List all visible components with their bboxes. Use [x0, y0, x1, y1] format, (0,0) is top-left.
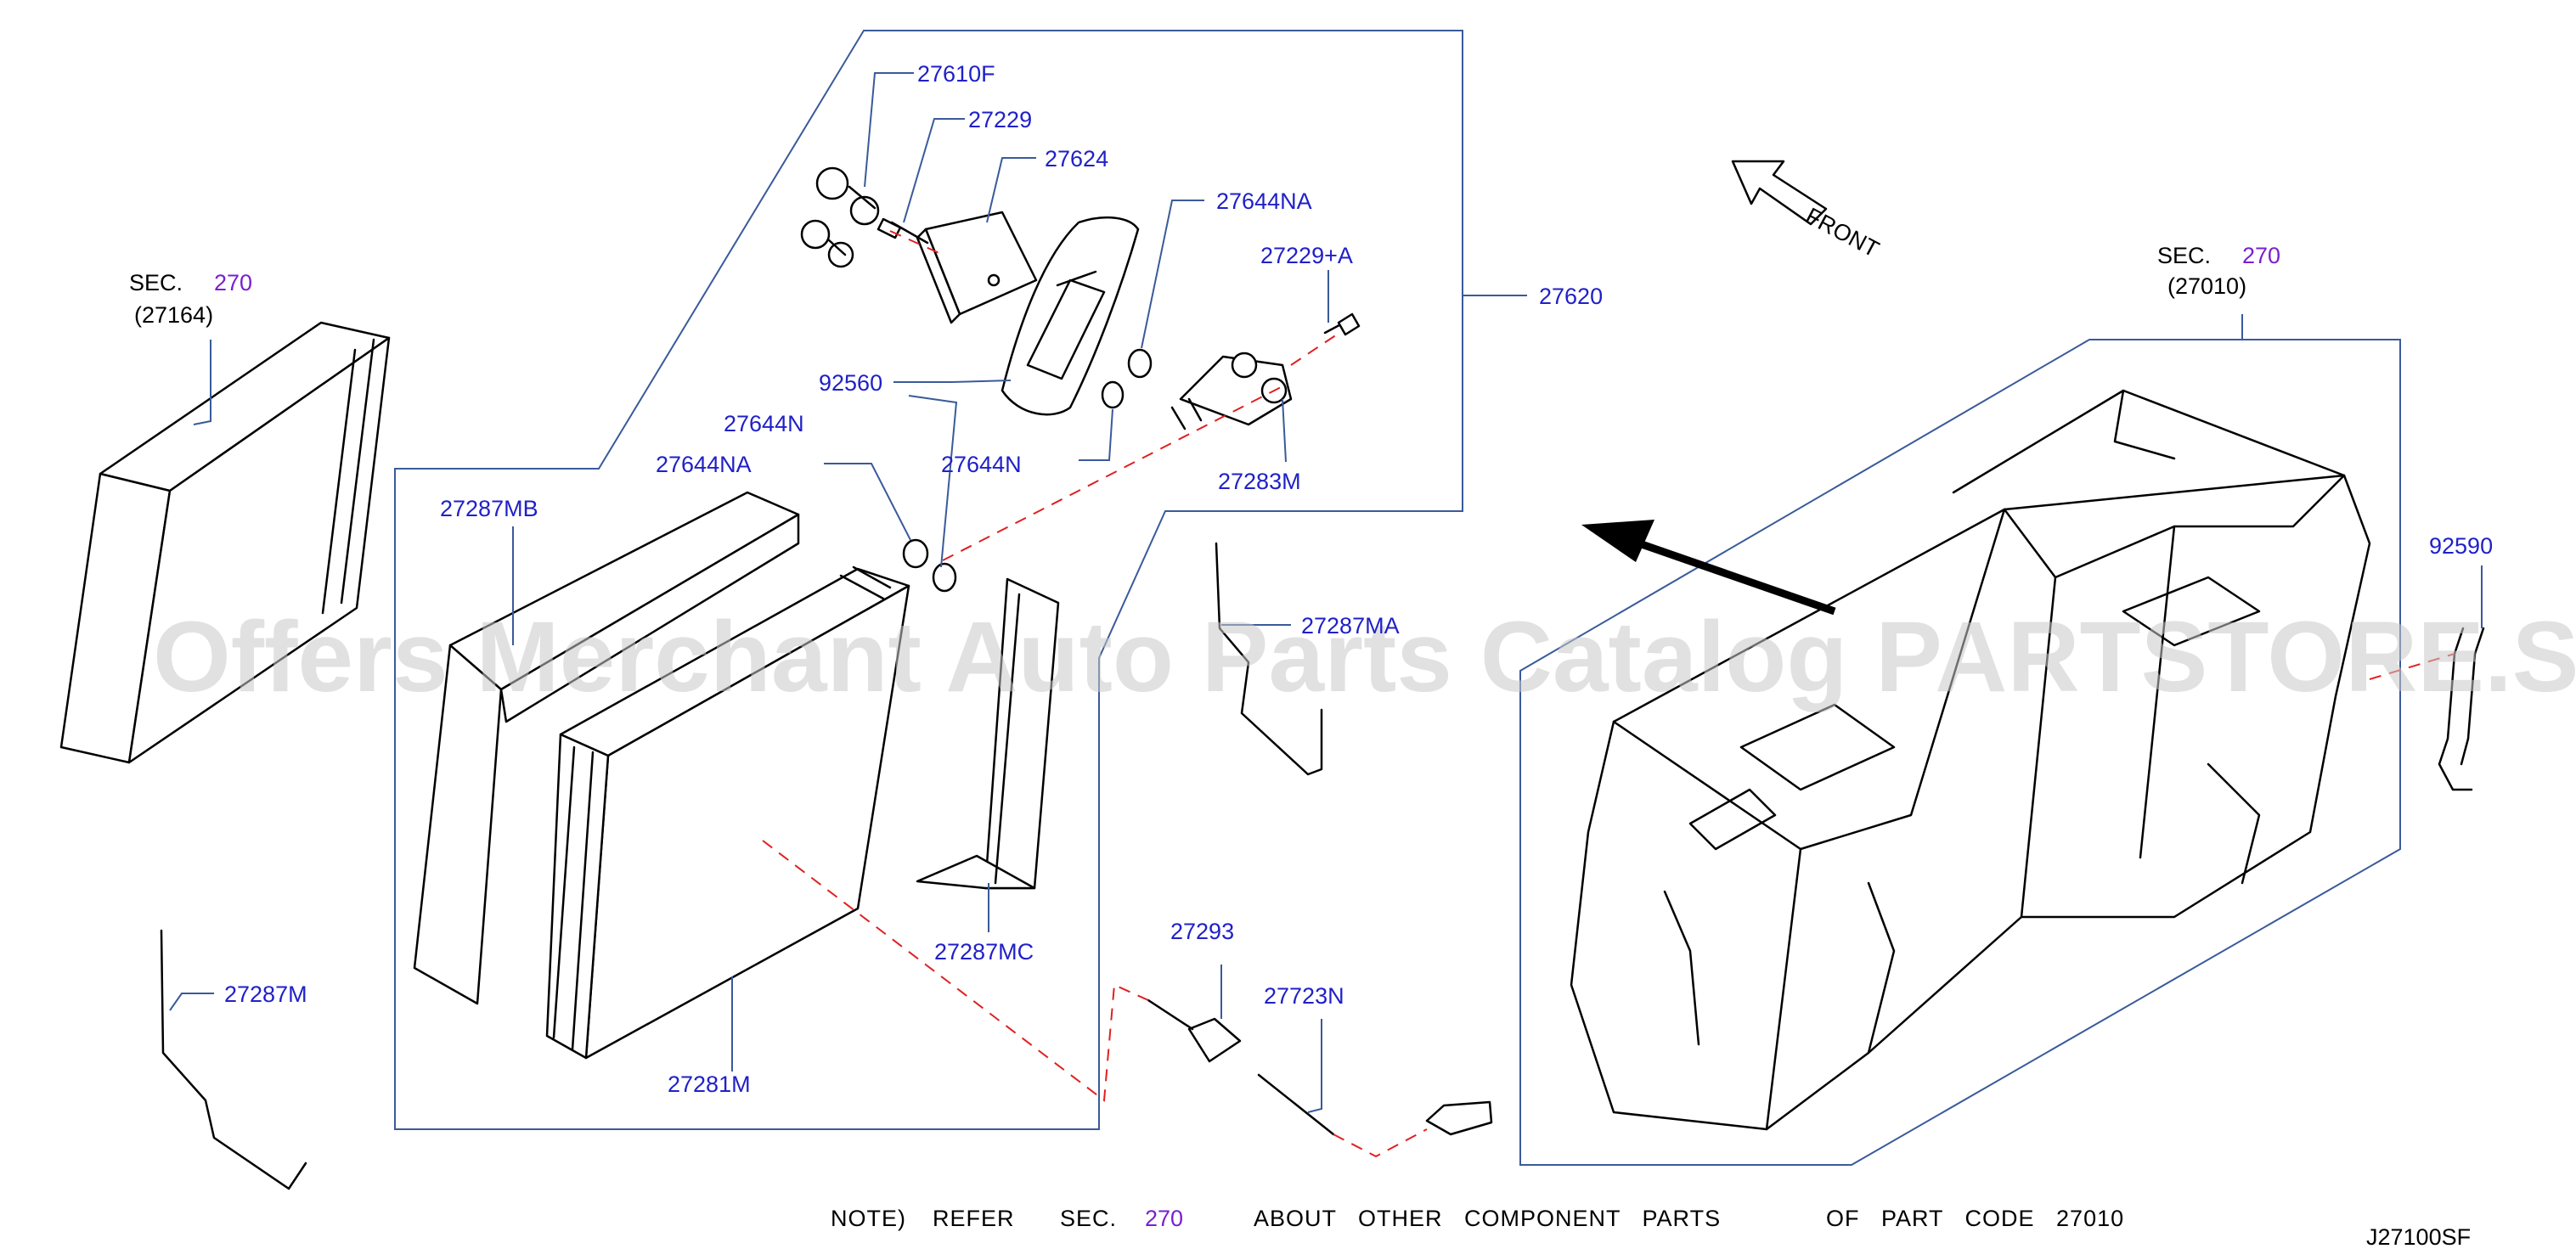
expansion-valve-part	[916, 211, 1038, 324]
direction-arrow-head-icon	[1581, 520, 1654, 562]
group-box-27010	[1519, 339, 2401, 1166]
heater-unit-part	[1570, 389, 2371, 1131]
bracket-plate-part	[1001, 217, 1140, 416]
sec-ref-number: 270	[2242, 243, 2280, 268]
leader-lines	[169, 72, 2483, 1113]
label-27283M[interactable]: 27283M	[1218, 469, 1301, 494]
o-ring-2	[1101, 380, 1125, 409]
hose-92590-inner	[2460, 627, 2485, 766]
sec-ref-heater: SEC. 270 (27010)	[2157, 243, 2280, 299]
dashed-line-hose	[2369, 653, 2455, 680]
group-box-27620	[394, 30, 1463, 1130]
o-ring-4	[932, 562, 957, 593]
o-ring-1	[1127, 348, 1153, 379]
note-prefix: NOTE)	[831, 1206, 906, 1231]
note-text: ABOUT OTHER COMPONENT PARTS	[1254, 1206, 1721, 1231]
front-arrow-icon	[1731, 160, 1828, 226]
direction-arrow-icon	[1637, 539, 1836, 616]
sec-ref-code: (27010)	[2167, 273, 2246, 299]
sec-ref-number: 270	[214, 270, 252, 295]
label-27287MA[interactable]: 27287MA	[1301, 613, 1400, 638]
dashed-line-pipe	[942, 385, 1283, 561]
note-line: NOTE) REFER SEC. 270 ABOUT OTHER COMPONE…	[831, 1206, 2124, 1231]
label-27229A[interactable]: 27229+A	[1260, 243, 1353, 268]
cabin-filter-part	[59, 321, 391, 764]
insulator-mb-part	[413, 491, 800, 1005]
label-27287MC[interactable]: 27287MC	[934, 939, 1034, 965]
hose-92590-part	[2438, 627, 2473, 791]
label-27620[interactable]: 27620	[1539, 284, 1603, 309]
label-27287MB[interactable]: 27287MB	[440, 496, 538, 521]
diagram-code: J27100SF	[2366, 1224, 2471, 1250]
thermo-sensor-part	[1147, 998, 1493, 1136]
label-92560[interactable]: 92560	[819, 370, 882, 396]
label-27287M[interactable]: 27287M	[224, 982, 307, 1007]
sec-ref-prefix: SEC.	[2157, 243, 2211, 268]
label-27293[interactable]: 27293	[1170, 919, 1234, 944]
label-27624[interactable]: 27624	[1045, 146, 1108, 172]
dashed-line-valve	[889, 230, 944, 256]
insulator-mc-part	[916, 577, 1060, 890]
label-27644NA-top[interactable]: 27644NA	[1216, 188, 1312, 214]
sec-ref-filter: SEC. 270 (27164)	[129, 270, 252, 328]
front-label: FRONT	[1801, 203, 1883, 262]
label-27723N[interactable]: 27723N	[1264, 983, 1344, 1009]
watermark-text: Offers Merchant Auto Parts Catalog PARTS…	[153, 601, 2576, 713]
dashed-line-bolt	[1290, 330, 1343, 366]
label-27281M[interactable]: 27281M	[668, 1072, 751, 1097]
drain-hose-m-part	[160, 929, 307, 1190]
note-refer: REFER	[933, 1206, 1015, 1231]
note-sec: SEC.	[1060, 1206, 1117, 1231]
sec-ref-code: (27164)	[134, 302, 213, 328]
drain-hose-ma-part	[1215, 542, 1323, 776]
dashed-line-connector	[1333, 1128, 1428, 1158]
valve-bolts-part	[800, 166, 929, 268]
label-92590[interactable]: 92590	[2429, 533, 2493, 559]
evaporator-part	[545, 565, 910, 1060]
label-27229[interactable]: 27229	[968, 107, 1032, 132]
sec-ref-prefix: SEC.	[129, 270, 183, 295]
label-27644NA-left[interactable]: 27644NA	[656, 452, 752, 477]
dashed-line-sensor	[762, 840, 1149, 1102]
note-suffix: OF PART CODE 27010	[1826, 1206, 2124, 1231]
label-27610F[interactable]: 27610F	[917, 61, 995, 87]
note-sec-number: 270	[1145, 1206, 1183, 1231]
low-pipe-flange-part	[1170, 312, 1361, 430]
label-27644N-right[interactable]: 27644N	[941, 452, 1022, 477]
label-27644N-left[interactable]: 27644N	[724, 411, 804, 436]
o-ring-3	[902, 538, 929, 569]
